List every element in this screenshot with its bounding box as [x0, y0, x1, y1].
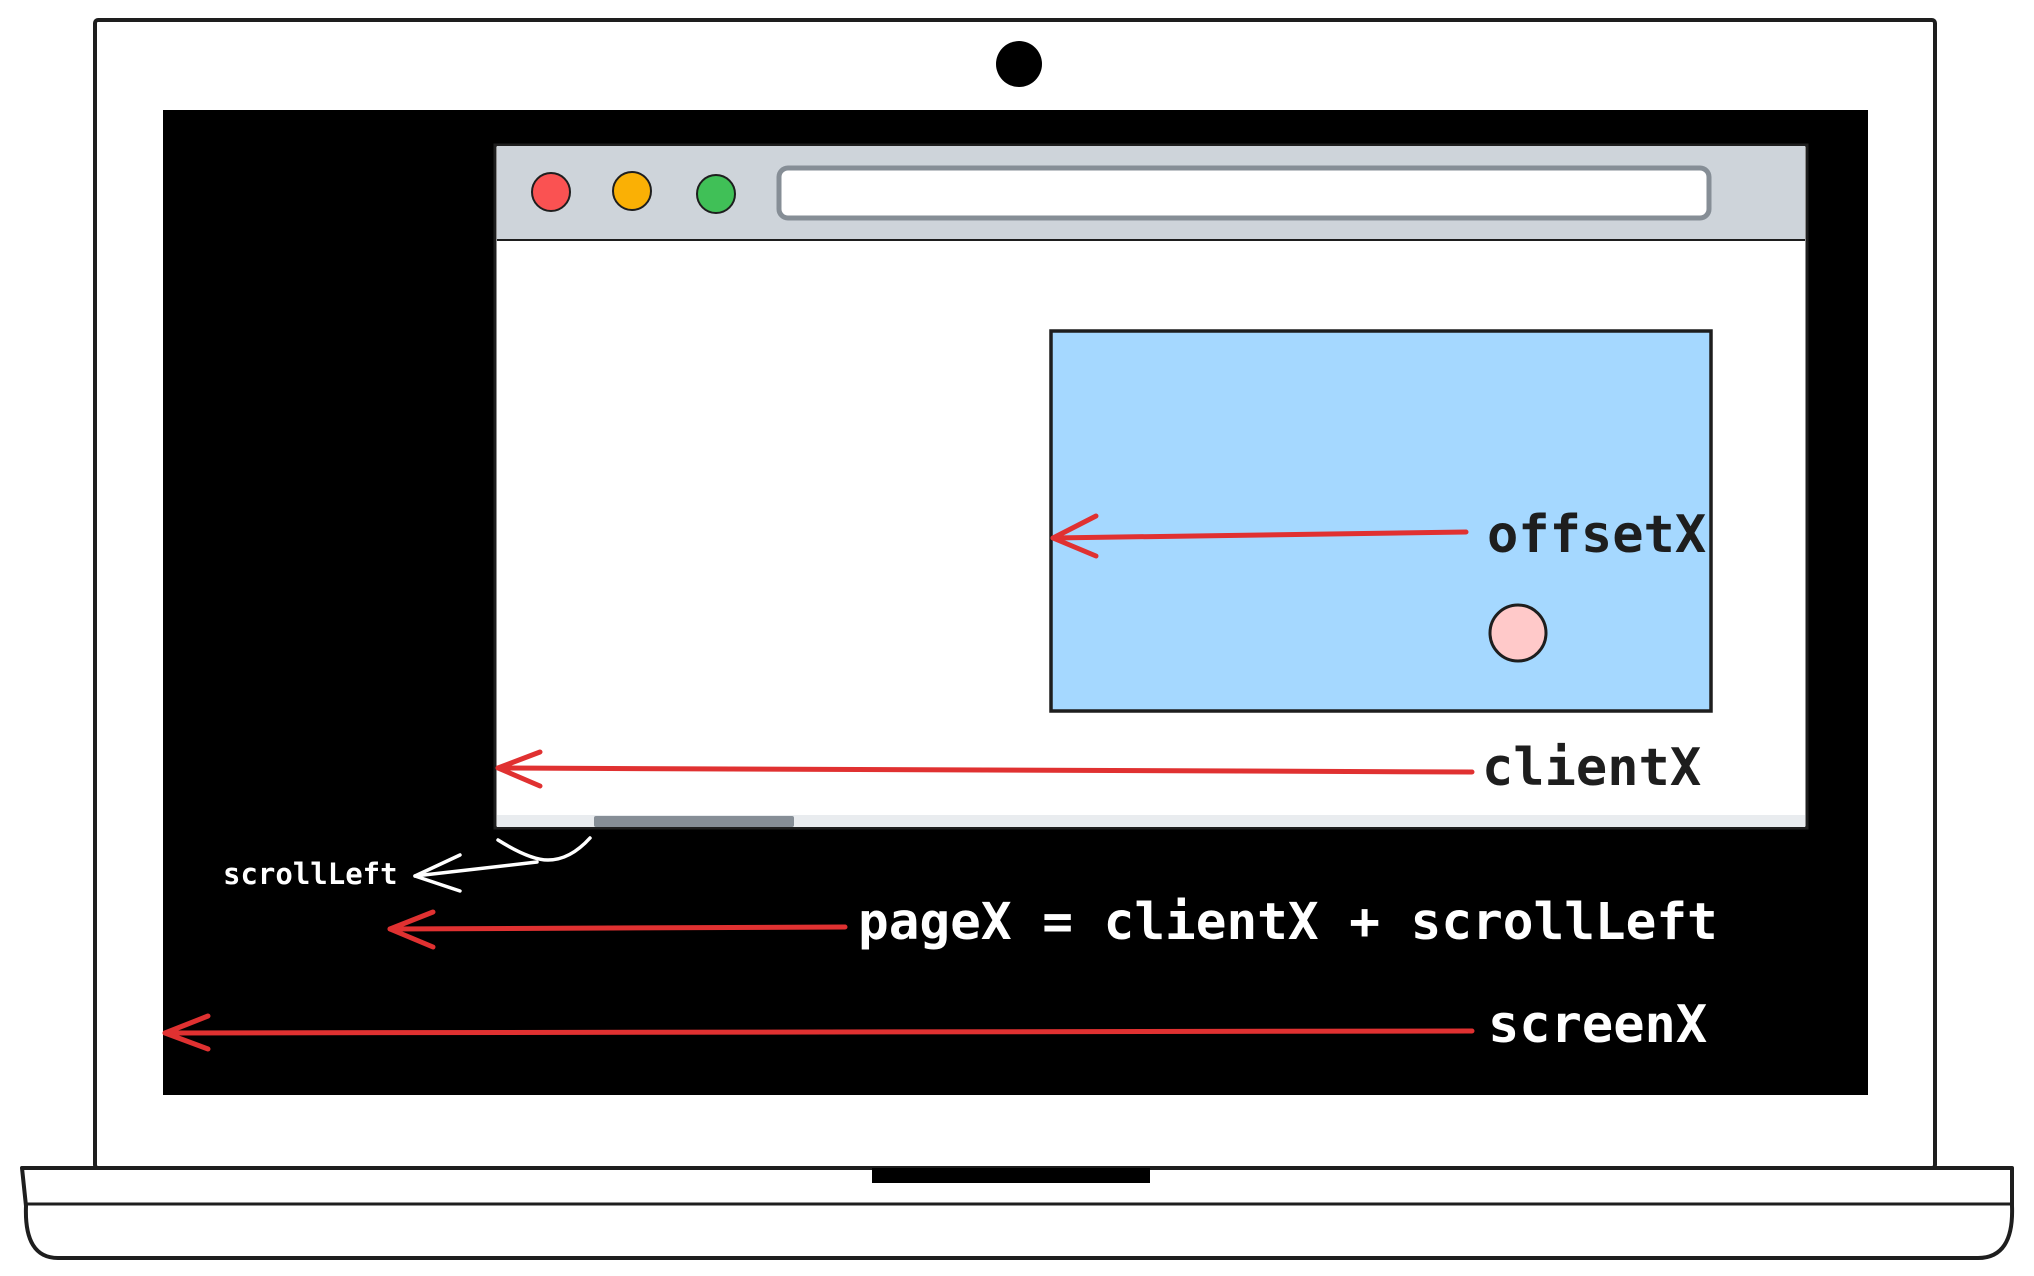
- click-point: [1488, 603, 1548, 663]
- scrollleft-arrow: [413, 836, 592, 893]
- offsetx-label: offsetX: [1487, 505, 1706, 565]
- browser-window: [493, 143, 1809, 830]
- pagex-formula-label: pageX = clientX + scrollLeft: [858, 893, 1718, 952]
- minimize-dot-icon[interactable]: [612, 171, 652, 211]
- clientx-label: clientX: [1482, 738, 1701, 798]
- clientx-arrow: [495, 749, 1475, 789]
- screenx-arrow: [162, 1013, 1475, 1052]
- maximize-dot-icon[interactable]: [696, 174, 736, 214]
- scrollleft-label: scrollLeft: [223, 857, 398, 891]
- target-element: [1049, 329, 1713, 713]
- laptop-hinge-notch: [872, 1168, 1150, 1183]
- scrollbar-track[interactable]: [497, 815, 1805, 827]
- close-dot-icon[interactable]: [531, 172, 571, 212]
- laptop-base: [20, 1166, 2015, 1260]
- scrollbar-thumb[interactable]: [594, 816, 794, 827]
- address-bar[interactable]: [776, 165, 1712, 221]
- offsetx-arrow: [1050, 513, 1469, 559]
- screenx-label: screenX: [1488, 995, 1707, 1055]
- pagex-arrow: [387, 909, 848, 950]
- webcam-icon: [996, 41, 1042, 87]
